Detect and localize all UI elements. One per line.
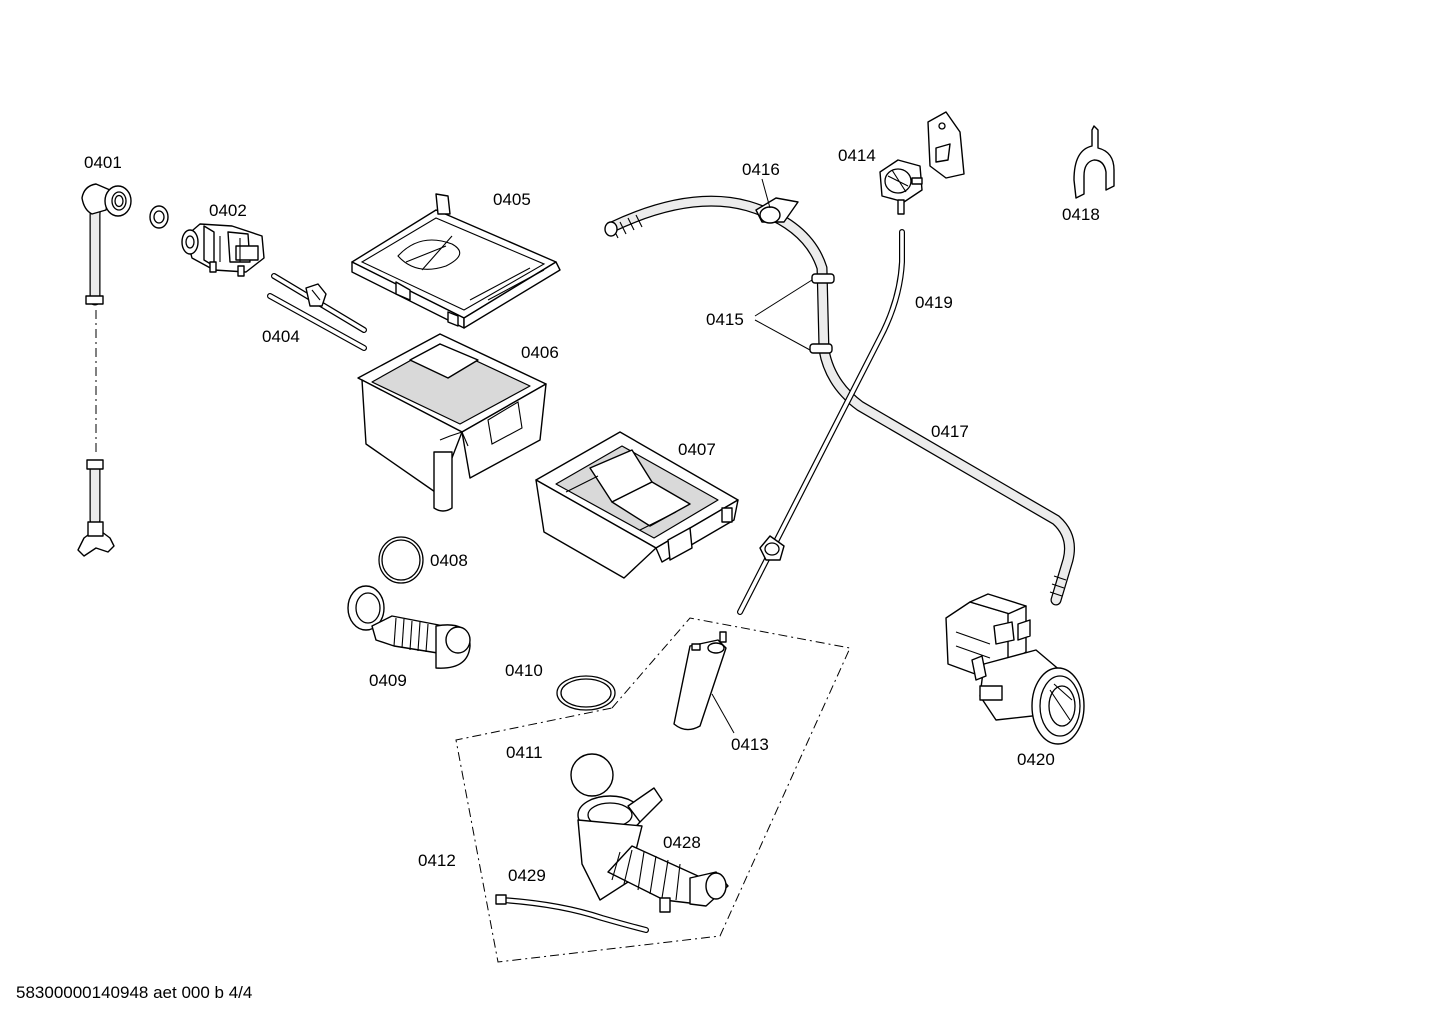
part-0429-small-hose xyxy=(495,894,649,933)
part-0428-sump xyxy=(577,787,729,913)
document-footer-code: 58300000140948 aet 000 b 4/4 xyxy=(16,983,252,1002)
label-0414: 0414 xyxy=(838,146,876,165)
part-0414-pressure-switch xyxy=(879,159,923,215)
label-0410: 0410 xyxy=(505,661,543,680)
part-0401-inlet-hose xyxy=(77,183,132,557)
label-0402: 0402 xyxy=(209,201,247,220)
part-0416-hose-clip xyxy=(755,197,799,224)
part-0405-dispenser-cover xyxy=(351,193,561,329)
label-0428: 0428 xyxy=(663,833,701,852)
part-0406-dispenser-housing xyxy=(357,333,547,512)
part-0409-bellows-hose xyxy=(347,585,471,669)
label-0405: 0405 xyxy=(493,190,531,209)
part-0413-sensor xyxy=(673,631,727,731)
part-0418-hose-holder xyxy=(1073,125,1115,199)
group-0412-boundary xyxy=(455,617,851,963)
part-labels: 0401 0402 0404 0405 0406 0407 0408 0409 … xyxy=(84,146,1100,885)
part-0410-o-ring xyxy=(556,675,616,711)
leader-lines xyxy=(711,178,813,734)
part-0415-clamps xyxy=(809,273,835,354)
label-0404: 0404 xyxy=(262,327,300,346)
part-0419-pressure-hose xyxy=(737,229,905,615)
label-0418: 0418 xyxy=(1062,205,1100,224)
part-0404-hoses xyxy=(267,273,367,351)
label-0413: 0413 xyxy=(731,735,769,754)
label-0429: 0429 xyxy=(508,866,546,885)
label-0409: 0409 xyxy=(369,671,407,690)
label-0416: 0416 xyxy=(742,160,780,179)
label-0417: 0417 xyxy=(931,422,969,441)
part-0414-bracket xyxy=(927,111,965,179)
part-0420-drain-pump xyxy=(945,593,1085,745)
label-0420: 0420 xyxy=(1017,750,1055,769)
part-0402-inlet-valve xyxy=(181,223,265,277)
label-0419: 0419 xyxy=(915,293,953,312)
label-0408: 0408 xyxy=(430,551,468,570)
label-0401: 0401 xyxy=(84,153,122,172)
part-0411-ball xyxy=(570,753,614,797)
label-0407: 0407 xyxy=(678,440,716,459)
label-0406: 0406 xyxy=(521,343,559,362)
label-0415: 0415 xyxy=(706,310,744,329)
part-0417-drain-hose xyxy=(604,195,1075,606)
label-0411: 0411 xyxy=(506,743,543,762)
part-0408-o-ring xyxy=(378,536,424,584)
part-0407-detergent-drawer xyxy=(535,431,739,579)
part-0401-washer xyxy=(149,205,169,229)
label-0412: 0412 xyxy=(418,851,456,870)
